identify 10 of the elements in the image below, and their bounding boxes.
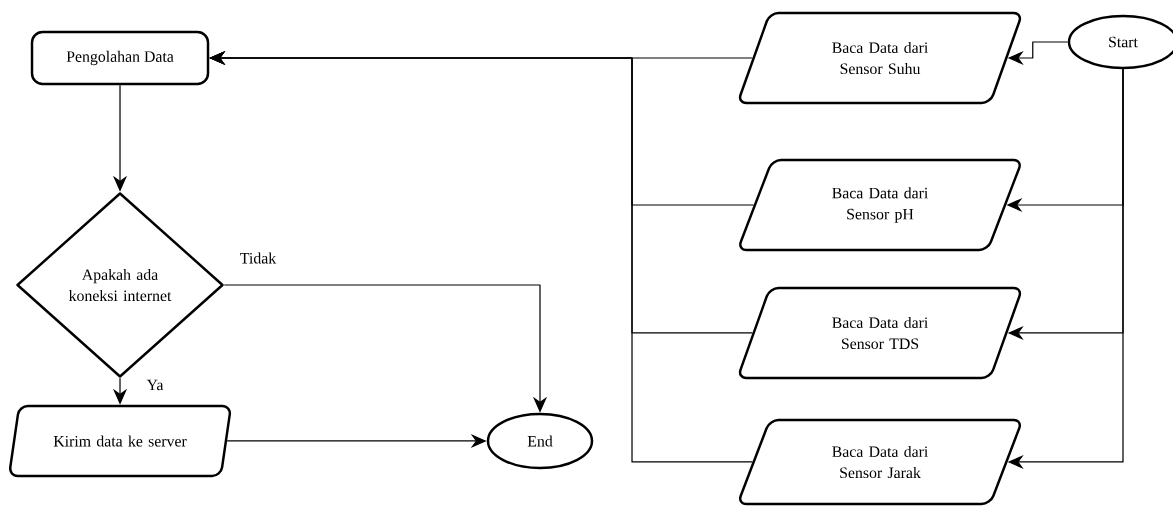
edge-label: Tidak [238, 250, 278, 266]
process-box: Pengolahan Data [30, 30, 210, 86]
end-terminal: End [486, 412, 594, 470]
edge-label: Ya [144, 378, 166, 392]
input-parallelogram: Baca Data dari Sensor pH [739, 158, 1021, 252]
start-terminal: Start [1067, 14, 1173, 70]
input-parallelogram: Baca Data dari Sensor TDS [738, 286, 1022, 380]
input-parallelogram: Baca Data dari Sensor Suhu [738, 11, 1022, 105]
input-parallelogram: Baca Data dari Sensor Jarak [739, 418, 1021, 506]
output-parallelogram: Kirim data ke server [9, 404, 232, 478]
